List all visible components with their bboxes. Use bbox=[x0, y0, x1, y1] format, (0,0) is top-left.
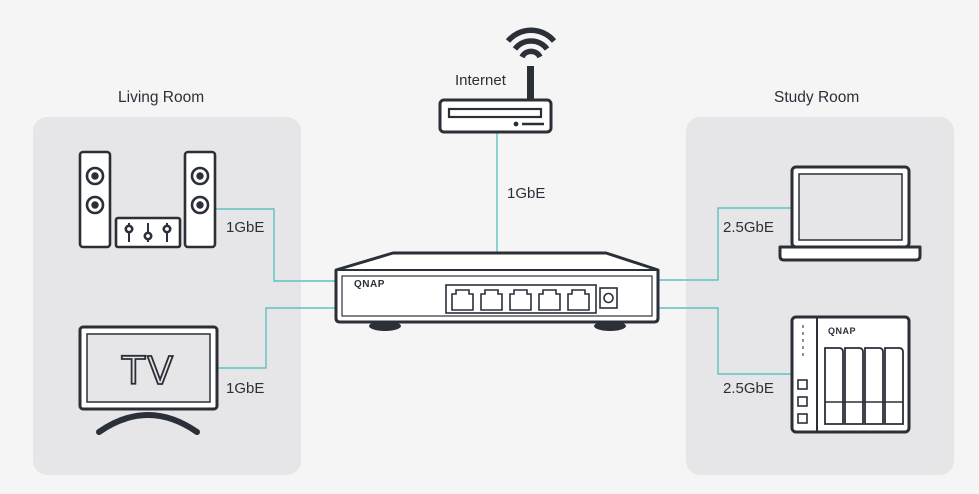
nas-brand-logo: QNAP bbox=[828, 326, 856, 336]
link-line-tv bbox=[218, 307, 336, 369]
study-room-title: Study Room bbox=[774, 89, 860, 106]
power-port bbox=[599, 287, 618, 309]
wifi-icon bbox=[505, 27, 557, 59]
tv-icon: TV bbox=[78, 325, 219, 435]
nas-link-speed: 2.5GbE bbox=[723, 380, 774, 397]
switch-brand-logo: QNAP bbox=[354, 279, 385, 290]
tv-link-speed: 1GbE bbox=[226, 380, 265, 397]
laptop-link-speed: 2.5GbE bbox=[723, 219, 774, 236]
tv-screen-label: TV bbox=[121, 349, 175, 393]
speaker-system-icon bbox=[78, 150, 217, 249]
internet-label: Internet bbox=[455, 72, 506, 89]
internet-link-speed: 1GbE bbox=[507, 185, 546, 202]
link-line-speakers bbox=[213, 208, 336, 282]
ethernet-ports bbox=[451, 289, 590, 311]
link-line-laptop bbox=[658, 207, 792, 281]
speakers-link-speed: 1GbE bbox=[226, 219, 265, 236]
living-room-title: Living Room bbox=[118, 89, 205, 106]
network-switch-icon: QNAP bbox=[334, 251, 660, 331]
living-room-panel bbox=[33, 117, 301, 475]
nas-drive-bays bbox=[824, 347, 904, 425]
link-line-nas bbox=[658, 307, 792, 375]
nas-icon: QNAP bbox=[790, 315, 911, 434]
nas-led-indicators bbox=[802, 325, 804, 356]
connection-lines bbox=[213, 132, 792, 375]
laptop-icon bbox=[778, 165, 922, 262]
router-icon bbox=[438, 66, 553, 134]
